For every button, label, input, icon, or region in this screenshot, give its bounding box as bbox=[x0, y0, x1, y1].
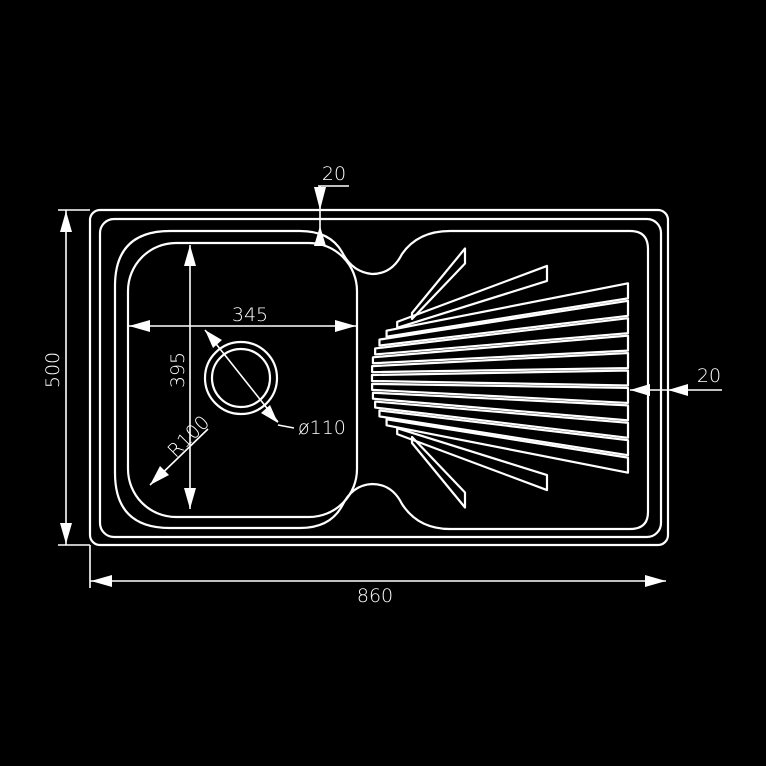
dimension-bowl-width: 345 bbox=[129, 304, 356, 332]
dimension-bowl-depth: 395 bbox=[167, 245, 196, 509]
dimension-overall-depth: 500 bbox=[42, 209, 90, 546]
dimension-rim-top: 20 bbox=[314, 163, 349, 246]
rim-right-label: 20 bbox=[697, 365, 721, 387]
drainer-groove bbox=[374, 400, 630, 439]
drainer-groove bbox=[371, 334, 630, 365]
drainer-groove bbox=[378, 409, 630, 457]
overall-width-label: 860 bbox=[357, 585, 393, 607]
drainer-groove bbox=[374, 317, 630, 356]
drain-diameter-label: ø110 bbox=[298, 417, 346, 439]
dimension-rim-right: 20 bbox=[630, 365, 722, 396]
dimension-overall-width: 860 bbox=[89, 545, 666, 607]
sink-outer-edge bbox=[88, 208, 670, 547]
drainer-groove bbox=[396, 427, 549, 492]
bowl-inner bbox=[126, 241, 359, 519]
sink-rim-edge bbox=[98, 217, 663, 539]
rim-top-label: 20 bbox=[322, 163, 346, 185]
drainer-groove bbox=[378, 299, 630, 347]
bowl-width-label: 345 bbox=[232, 304, 268, 326]
drainer-groove bbox=[370, 369, 630, 387]
drainer-groove bbox=[396, 264, 549, 329]
drainer-groove bbox=[385, 418, 630, 474]
drain-outer bbox=[203, 340, 279, 416]
corner-radius-label: R100 bbox=[163, 411, 214, 462]
recess-outline bbox=[113, 229, 650, 531]
overall-depth-label: 500 bbox=[42, 352, 64, 388]
bowl-depth-label: 395 bbox=[167, 352, 189, 388]
drainer-groove bbox=[371, 391, 630, 422]
drainer-groove bbox=[385, 282, 630, 338]
drainer-grooves bbox=[370, 247, 630, 509]
dimension-corner-radius: R100 bbox=[149, 411, 214, 486]
drainer-groove bbox=[410, 435, 467, 509]
drainer-groove bbox=[371, 351, 630, 374]
dimension-drain-diameter: ø110 bbox=[204, 329, 346, 439]
drainer-groove bbox=[371, 382, 630, 405]
drain-inner bbox=[210, 347, 272, 409]
